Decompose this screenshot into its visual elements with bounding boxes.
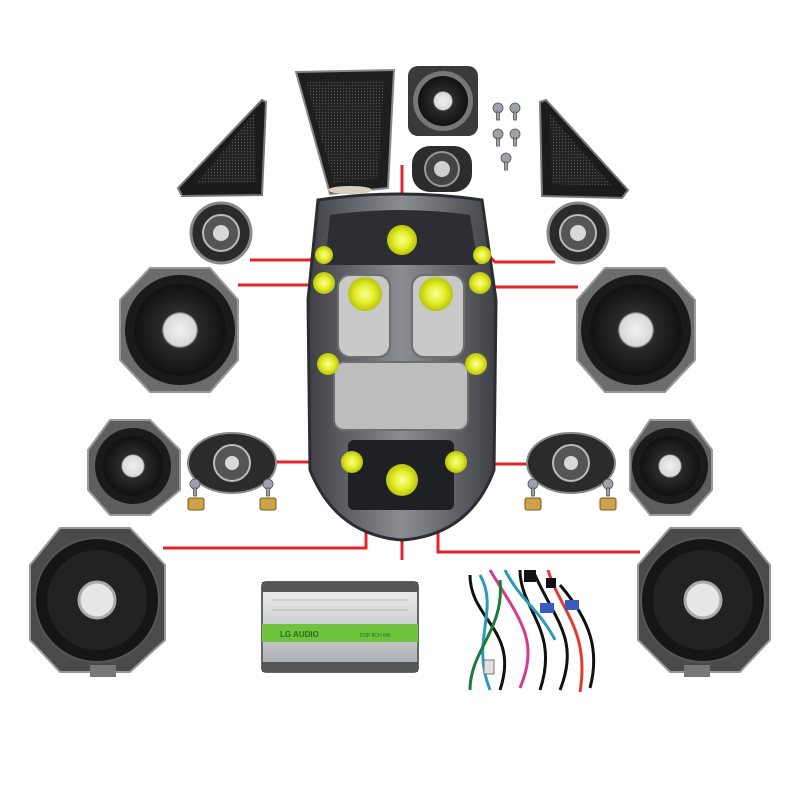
marker-left-door-front [313,272,335,294]
amp-brand-label: LG AUDIO [280,630,319,639]
right-door-woofer [576,267,696,393]
screw-icon [509,128,521,147]
amp-model-label: DSP 8CH 8W [360,633,391,639]
marker-left-pillar [315,246,333,264]
marker-right-seat [419,277,453,311]
marker-left-rear-deck [341,451,363,473]
right-a-pillar-tweeter-cover [538,98,630,200]
screw-icon [189,478,201,497]
left-door-woofer [119,267,239,393]
hardware-right [524,478,617,511]
left-tweeter [189,201,253,265]
screw-icon [262,478,274,497]
marker-right-door-rear [465,353,487,375]
left-rear-midrange-speaker [87,419,181,516]
marker-left-door-rear [317,353,339,375]
right-underseat-subwoofer [637,527,771,677]
screw-icon [492,128,504,147]
left-underseat-subwoofer [29,527,166,677]
speaker-position-markers [313,225,491,496]
clip-icon [599,497,617,511]
marker-right-pillar [473,246,491,264]
dashboard-speaker-grille [294,68,396,196]
marker-right-door-front [469,272,491,294]
right-rear-midrange-speaker [629,419,713,516]
marker-trunk [386,464,418,496]
marker-left-seat [348,277,382,311]
right-tweeter [546,201,610,265]
clip-icon [187,497,205,511]
center-tweeter [412,146,472,192]
wiring-harness [468,569,596,693]
clip-icon [524,497,542,511]
hardware-left [187,478,277,511]
marker-right-rear-deck [445,451,467,473]
clip-icon [259,497,277,511]
center-midrange-speaker [408,66,478,136]
left-rear-coaxial-speaker [187,432,277,494]
wire-right-tweeter [483,250,555,264]
right-rear-coaxial-speaker [526,432,616,494]
left-a-pillar-tweeter-cover [176,98,268,198]
screw-set-top [492,102,521,171]
screw-icon [492,102,504,121]
screw-icon [527,478,539,497]
screw-icon [602,478,614,497]
screw-icon [509,102,521,121]
wire-left-tweeter [250,250,321,262]
screw-icon [500,152,512,171]
marker-center-dash [387,225,417,255]
dsp-amplifier: LG AUDIO DSP 8CH 8W [261,581,419,673]
